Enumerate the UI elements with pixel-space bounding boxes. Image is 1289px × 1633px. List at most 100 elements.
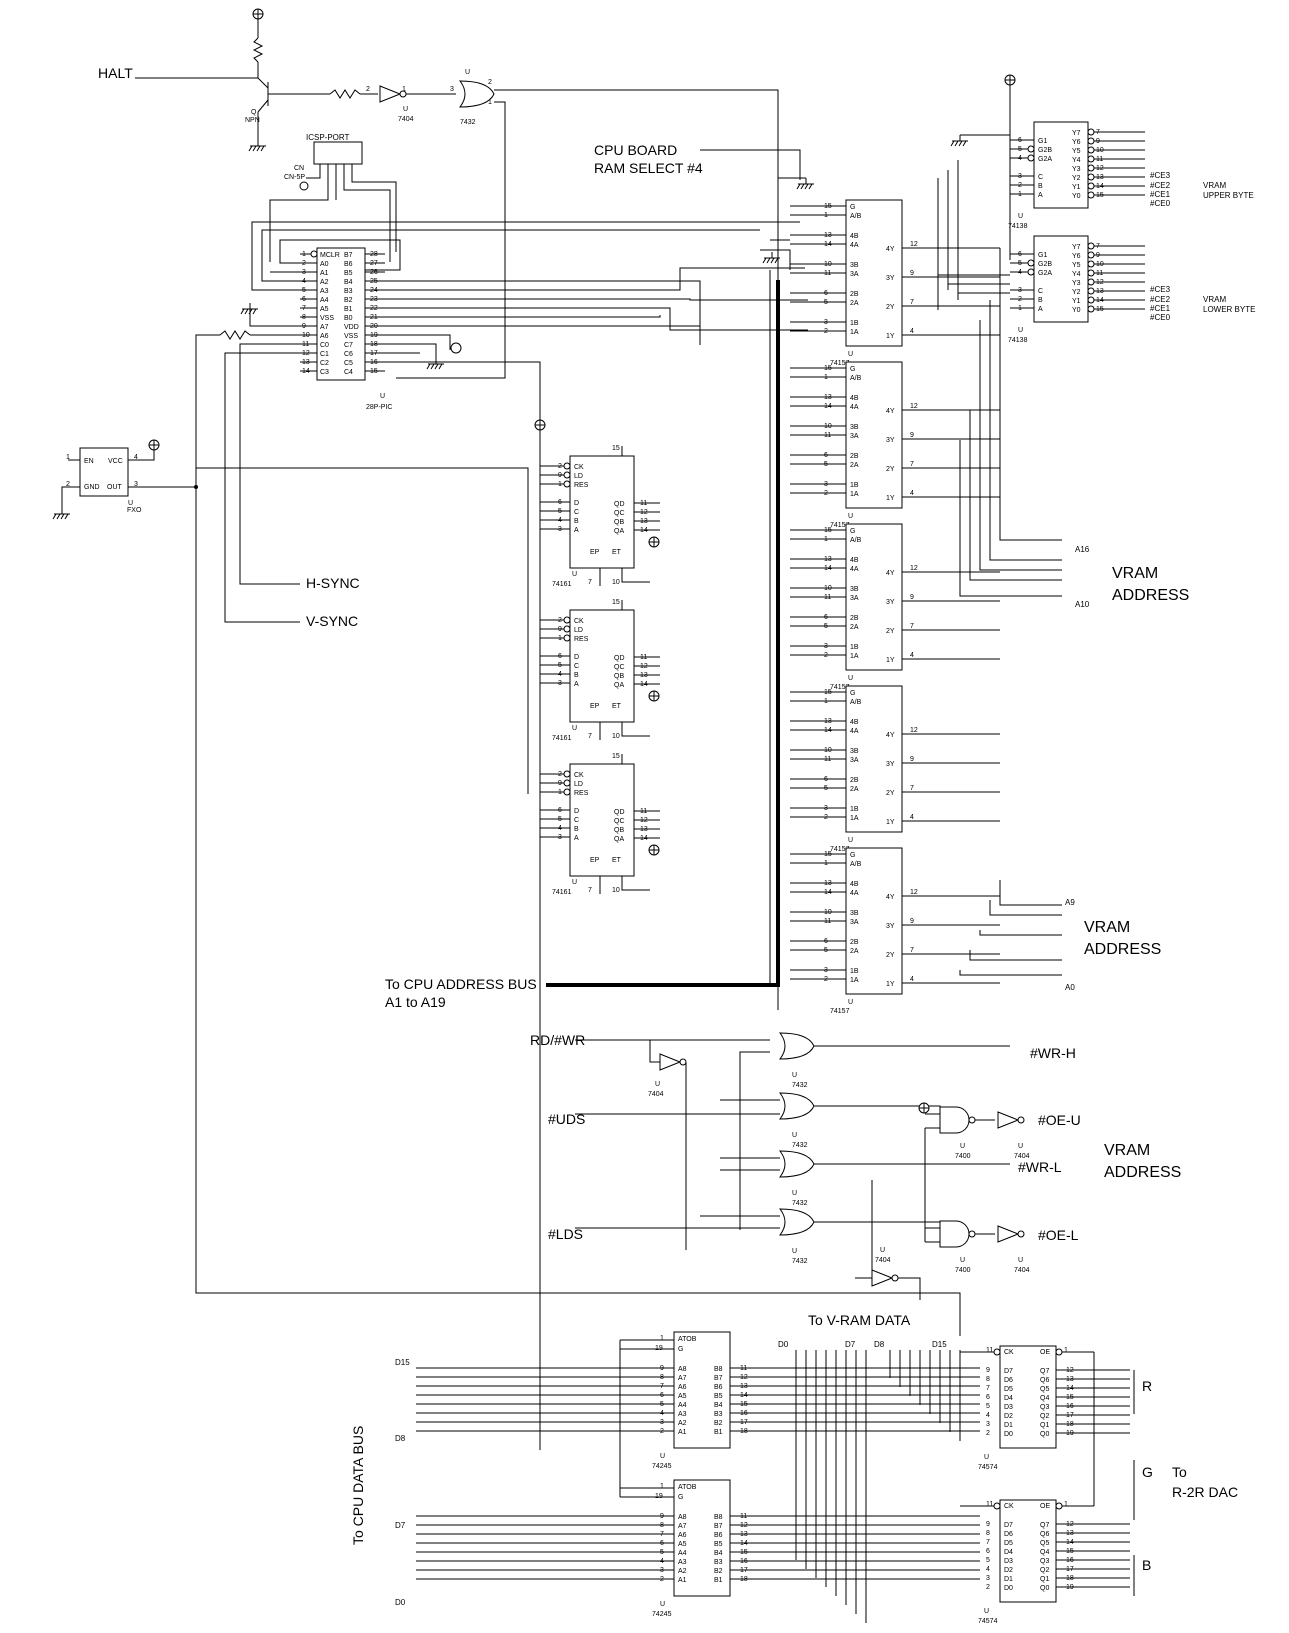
latch-pin-number: 17: [1066, 1412, 1074, 1419]
mux-pin-number: 13: [824, 556, 832, 563]
counter-pin-name: QC: [614, 664, 625, 671]
latch-pin-number: 12: [1066, 1367, 1074, 1374]
mux-pin-number: 3: [824, 481, 828, 488]
mux-pin-name: 4B: [850, 557, 859, 564]
mux-pin-number: 4: [910, 328, 914, 335]
pic-pin-name: VSS: [320, 315, 334, 322]
buffer-pin-number: 15: [740, 1549, 748, 1556]
wire: [257, 99, 269, 113]
latch-pin-number: 16: [1066, 1557, 1074, 1564]
counter-pin-number: 11: [640, 654, 647, 661]
latch-pin-number: 9: [986, 1367, 990, 1374]
mux-pin-number: 5: [824, 785, 828, 792]
latch-pin-number: 18: [1066, 1421, 1074, 1428]
decoder-pin-number: 10: [1096, 147, 1104, 154]
mux-pin-number: 1: [824, 698, 828, 705]
counter-pin-name: D: [574, 808, 579, 815]
mux-pin-name: 4Y: [886, 732, 895, 739]
pic-pin-name: C6: [344, 351, 353, 358]
pin-label: ATOB: [678, 1336, 697, 1343]
mux-pin-name: 2A: [850, 786, 859, 793]
wire: [855, 1180, 873, 1279]
inversion-bubble-icon: [1087, 242, 1095, 250]
ground-icon: [426, 363, 431, 370]
mux-pin-name: 2Y: [886, 952, 895, 959]
wire: [365, 280, 701, 345]
buffer-pin-number: 11: [740, 1365, 747, 1372]
mux-pin-name: G: [850, 528, 855, 535]
counter-74161-chip: [569, 455, 635, 569]
pic-pin-number: 5: [302, 287, 306, 294]
buffer-pin-number: 16: [740, 1558, 748, 1565]
latch-pin-name: Q6: [1040, 1531, 1049, 1538]
decoder-pin-name: Y6: [1072, 139, 1081, 146]
mux-pin-number: 6: [824, 452, 828, 459]
pin-label: ET: [612, 857, 622, 864]
wire: [261, 229, 760, 282]
buffer-pin-number: 2: [660, 1576, 664, 1583]
pin-label: 3: [450, 86, 454, 93]
latch-pin-name: D7: [1004, 1522, 1013, 1529]
decoder-pin-number: 9: [1096, 252, 1100, 259]
ground-icon: [248, 145, 253, 152]
pin-label: 74574: [978, 1618, 998, 1625]
pic-pin-number: 13: [302, 359, 310, 366]
wire: [128, 450, 155, 461]
counter-74161-chip: [569, 763, 635, 877]
mux-pin-name: 2B: [850, 939, 859, 946]
counter-pin-name: A: [574, 835, 579, 842]
latch-pin-name: D3: [1004, 1558, 1013, 1565]
latch-pin-name: D5: [1004, 1386, 1013, 1393]
pin-label: 10: [612, 887, 620, 894]
inversion-bubble-icon: [563, 471, 571, 479]
pin-label: 15: [612, 753, 620, 760]
ce1-lower: #CE1: [1150, 304, 1171, 313]
inversion-bubble-icon: [563, 779, 571, 787]
wire: [269, 164, 329, 262]
wire: [239, 343, 300, 585]
decoder-pin-number: 14: [1096, 297, 1104, 304]
or-gate-icon: [458, 80, 495, 108]
vram-address-mid-1: VRAM: [1084, 919, 1130, 936]
mux-pin-number: 4: [910, 814, 914, 821]
decoder-pin-name: A: [1038, 306, 1043, 313]
inversion-bubble-icon: [1087, 146, 1095, 154]
mux-pin-number: 13: [824, 880, 832, 887]
pin-label: G: [678, 1346, 683, 1353]
ground-icon: [438, 363, 443, 370]
mux-pin-name: 2A: [850, 462, 859, 469]
counter-pin-number: 4: [558, 671, 562, 678]
wire: [249, 303, 300, 327]
latch-74574-chip: [999, 1345, 1057, 1449]
pic-pin-number: 19: [370, 332, 378, 339]
ground-icon: [800, 183, 805, 190]
buffer-pin-name: A8: [678, 1514, 687, 1521]
ground-icon: [762, 257, 767, 264]
mux-pin-name: 4Y: [886, 408, 895, 415]
decoder-pin-number: 4: [1018, 155, 1022, 162]
latch-pin-number: 7: [986, 1539, 990, 1546]
vram-address-mid-2: ADDRESS: [1084, 941, 1161, 958]
wire: [365, 343, 437, 358]
wire: [306, 164, 321, 179]
mux-pin-name: 3A: [850, 757, 859, 764]
pin-label: 15: [612, 599, 620, 606]
counter-pin-name: A: [574, 681, 579, 688]
counter-pin-number: 9: [558, 780, 562, 787]
counter-pin-number: 5: [558, 816, 562, 823]
counter-pin-name: LD: [574, 627, 583, 634]
fxo-label: FXO: [127, 507, 142, 514]
uds-label: #UDS: [548, 1111, 585, 1127]
decoder-pin-name: Y4: [1072, 157, 1081, 164]
mux-pin-name: 3A: [850, 433, 859, 440]
d0-left-label: D0: [395, 1598, 406, 1607]
decoder-pin-name: Y0: [1072, 193, 1081, 200]
pic-pin-name: VDD: [344, 324, 359, 331]
resistor-icon: [219, 330, 251, 340]
or-gate-icon: [778, 1150, 815, 1178]
buffer-pin-number: 11: [740, 1513, 747, 1520]
inversion-bubble-icon: [993, 1348, 1001, 1356]
wire: [969, 410, 1062, 581]
wire: [251, 221, 800, 291]
